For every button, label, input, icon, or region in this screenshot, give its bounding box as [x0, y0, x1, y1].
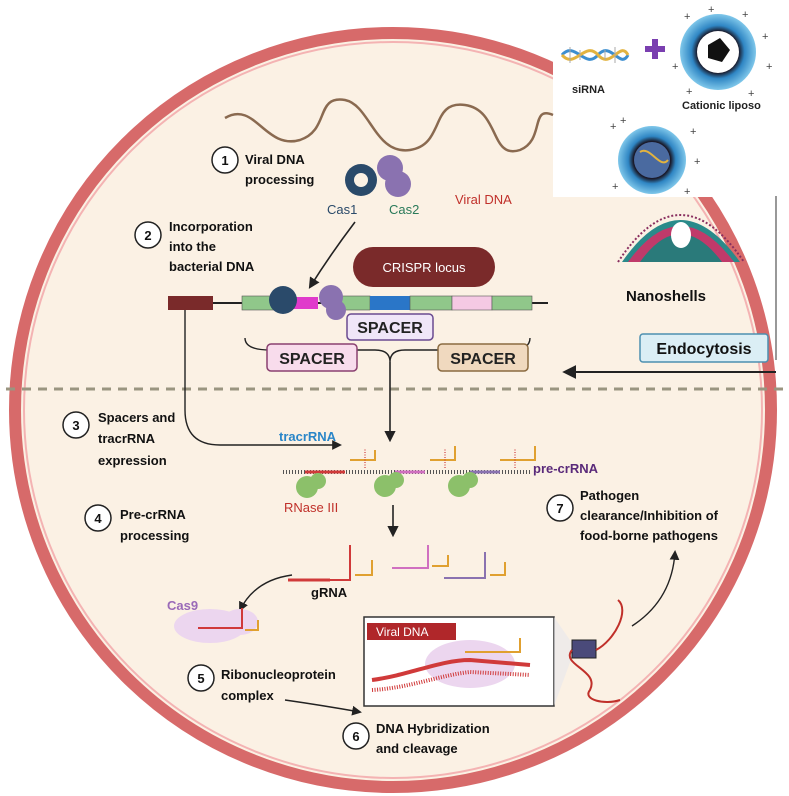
cas1-cas2-icon	[345, 155, 411, 197]
svg-text:+: +	[684, 186, 690, 198]
step-3: 3 Spacers and tracrRNA expression	[62, 410, 175, 468]
cationic-liposome-icon	[680, 14, 756, 90]
step-5-line1: Ribonucleoprotein	[221, 667, 336, 682]
step-1-line2: processing	[245, 172, 314, 187]
cas2-label: Cas2	[389, 202, 419, 217]
bacterial-cell	[9, 27, 777, 793]
step-7-line1: Pathogen	[580, 488, 639, 503]
sirna-icon	[560, 47, 630, 63]
step-4-line2: processing	[120, 528, 189, 543]
svg-text:+: +	[610, 121, 616, 133]
tracrrna-label: tracrRNA	[279, 429, 337, 444]
svg-text:+: +	[690, 126, 696, 138]
svg-text:+: +	[684, 11, 690, 23]
svg-text:1: 1	[221, 153, 228, 168]
spacer-right-label: SPACER	[450, 351, 516, 368]
svg-text:7: 7	[556, 501, 563, 516]
svg-text:+: +	[762, 31, 768, 43]
viral-dna-strand	[224, 98, 554, 153]
spacer-center-badge: SPACER	[346, 313, 434, 341]
incorporation-arrow	[308, 221, 356, 289]
target-viral-dna	[568, 599, 624, 703]
plus-icon	[645, 39, 665, 59]
spacer-right-badge: SPACER	[437, 343, 529, 372]
svg-text:+: +	[620, 115, 626, 127]
grna-icons	[288, 545, 506, 582]
step-3-line2: tracrRNA	[98, 431, 156, 446]
cas1-label: Cas1	[327, 202, 357, 217]
svg-text:6: 6	[352, 729, 359, 744]
step-2: 2 Incorporation into the bacterial DNA	[134, 219, 255, 274]
plus-charges: + + + + + + + +	[672, 4, 772, 100]
svg-text:+: +	[686, 86, 692, 98]
pre-crrna-strand	[283, 446, 536, 474]
spacer-left-badge: SPACER	[266, 343, 358, 372]
nanoshell-icon	[617, 214, 745, 263]
endocytosis-label: Endocytosis	[656, 341, 751, 358]
rnase-iii-label: RNase III	[284, 500, 338, 515]
step-2-line3: bacterial DNA	[169, 259, 255, 274]
clearance-arrow	[631, 550, 680, 627]
step-1-line1: Viral DNA	[245, 152, 305, 167]
svg-text:4: 4	[94, 511, 102, 526]
crispr-locus-box: CRISPR locus	[353, 247, 495, 287]
grna-label: gRNA	[311, 585, 348, 600]
loaded-liposome-icon: + + + + + +	[610, 115, 700, 198]
step-2-line1: Incorporation	[169, 219, 253, 234]
step-3-line1: Spacers and	[98, 410, 175, 425]
endocytosis-badge: Endocytosis	[639, 333, 769, 363]
viral-dna-label: Viral DNA	[455, 192, 512, 207]
rnase-iii-icon	[296, 472, 478, 498]
step-7-line3: food-borne pathogens	[580, 528, 718, 543]
step-5: 5 Ribonucleoprotein complex	[187, 664, 336, 703]
step-7: 7 Pathogen clearance/Inhibition of food-…	[546, 488, 719, 543]
step-4: 4 Pre-crRNA processing	[84, 504, 189, 543]
step-6-line1: DNA Hybridization	[376, 721, 490, 736]
step-6-line2: and cleavage	[376, 741, 458, 756]
cas-on-dna-icon	[269, 285, 346, 320]
viral-dna-box-label: Viral DNA	[376, 625, 428, 639]
delivery-panel: siRNA + + + + + + + + Cationic liposo + + + + +…	[553, 0, 789, 198]
svg-text:+: +	[742, 9, 748, 21]
cas9-icon	[174, 608, 259, 643]
grna-to-cas9-arrow	[239, 574, 293, 612]
pre-crrna-label: pre-crRNA	[533, 461, 599, 476]
sirna-label: siRNA	[572, 84, 605, 96]
cationic-liposome-label: Cationic liposo	[682, 100, 761, 112]
svg-text:+: +	[672, 61, 678, 73]
zoom-wedge	[554, 617, 572, 706]
svg-text:+: +	[708, 4, 714, 16]
step-4-line1: Pre-crRNA	[120, 507, 186, 522]
step-6: 6 DNA Hybridization and cleavage	[342, 721, 490, 756]
svg-text:+: +	[766, 61, 772, 73]
svg-text:+: +	[612, 181, 618, 193]
step-5-line2: complex	[221, 688, 275, 703]
bacterial-dna-down-line	[184, 310, 342, 450]
bacterial-dna-track	[168, 295, 548, 311]
spacer-left-label: SPACER	[279, 351, 345, 368]
svg-text:5: 5	[197, 671, 204, 686]
cleavage-box: Viral DNA	[363, 616, 555, 707]
step-1: 1 Viral DNA processing	[211, 146, 314, 187]
cas9-label: Cas9	[167, 598, 198, 613]
svg-text:2: 2	[144, 228, 151, 243]
step-7-line2: clearance/Inhibition of	[580, 508, 719, 523]
svg-text:+: +	[694, 156, 700, 168]
spacer-center-label: SPACER	[357, 320, 423, 337]
crispr-locus-label: CRISPR locus	[382, 260, 466, 275]
nanoshells-label: Nanoshells	[626, 288, 706, 305]
svg-text:+: +	[748, 88, 754, 100]
svg-text:3: 3	[72, 418, 79, 433]
rnp-to-cleavage-arrow	[284, 699, 362, 716]
step-3-line3: expression	[98, 453, 167, 468]
step-2-line2: into the	[169, 239, 216, 254]
